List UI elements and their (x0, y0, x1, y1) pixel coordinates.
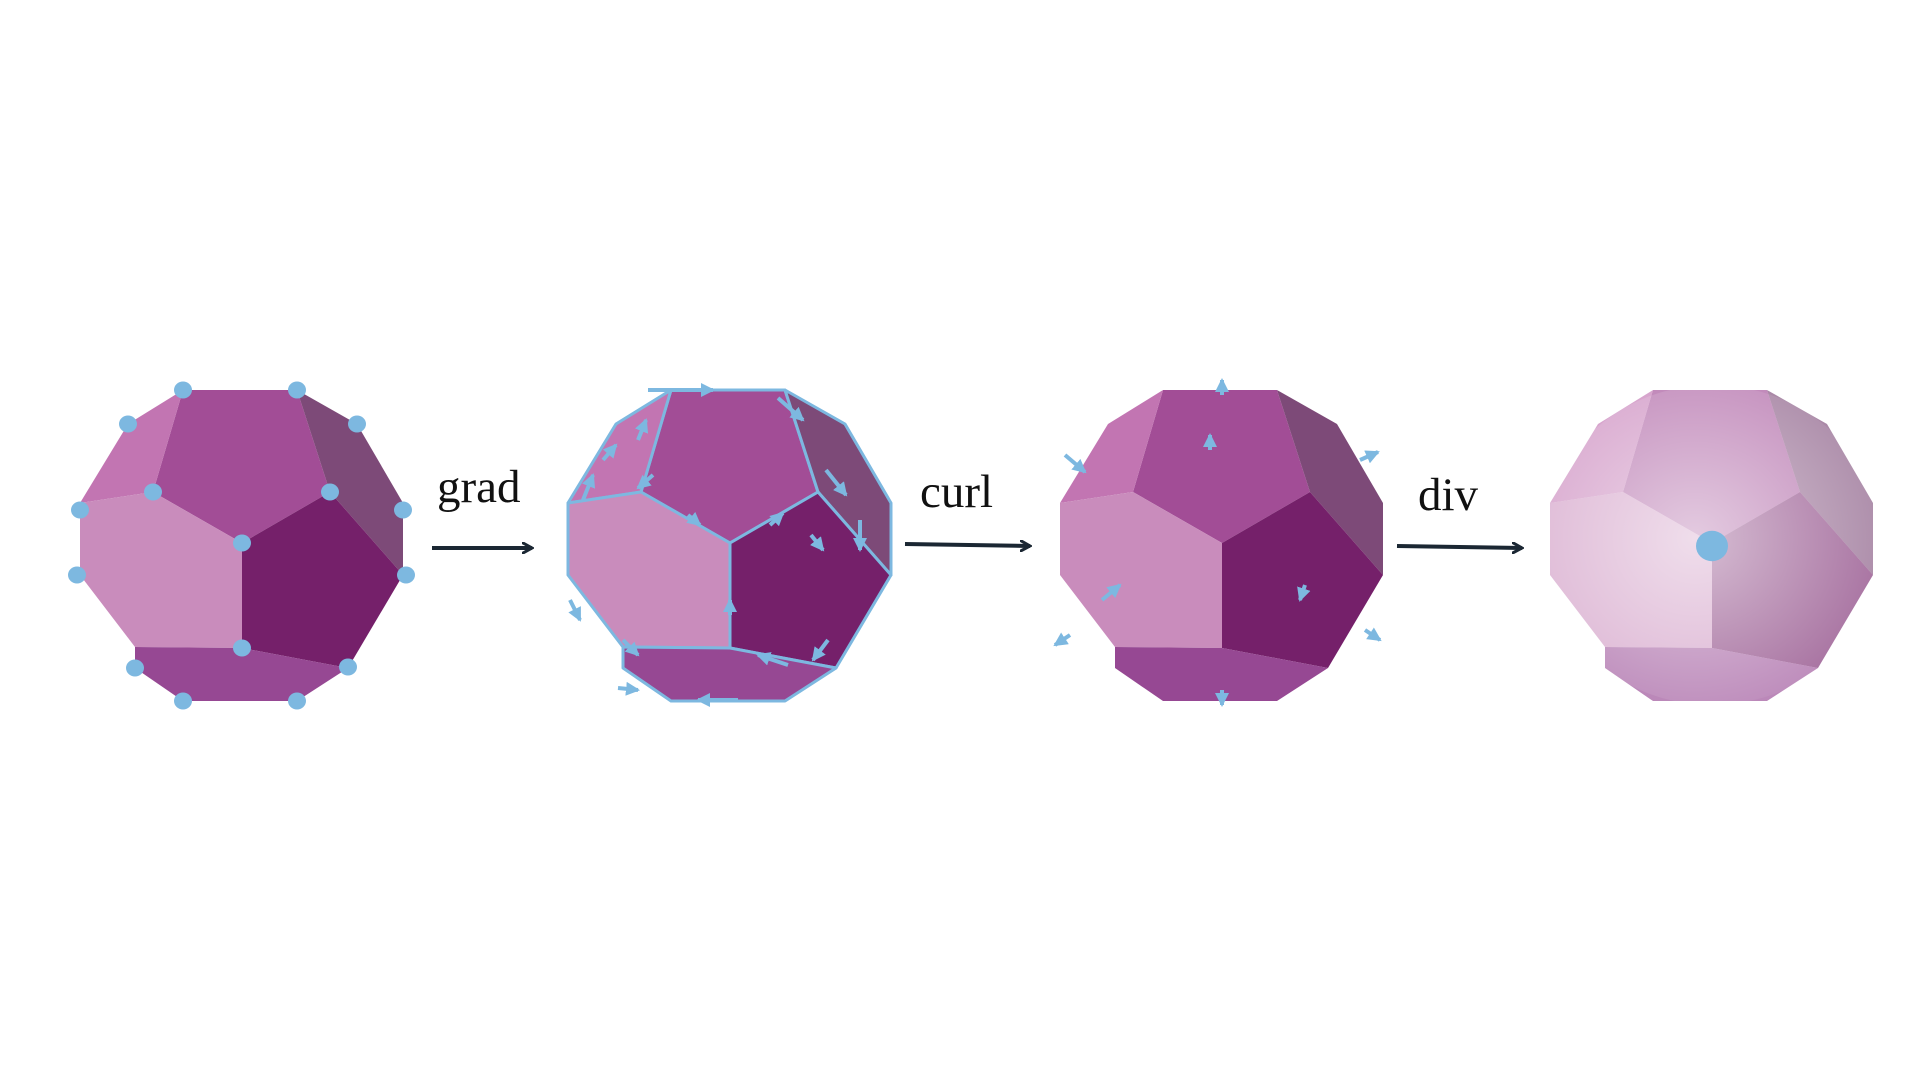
vertex-dot (339, 658, 357, 676)
curl-arrow: curl (904, 466, 1030, 546)
edge-arrow (617, 681, 640, 696)
front-right-face (1222, 492, 1383, 668)
edge-arrow (568, 599, 582, 622)
edge-arrow (776, 396, 805, 422)
grad-arrow: grad (432, 461, 532, 548)
face-normal-arrow (1063, 453, 1087, 474)
edge-arrow (824, 468, 848, 497)
face-normal-arrow (1053, 632, 1072, 647)
top-face (153, 390, 330, 543)
grad-label: grad (437, 461, 521, 513)
vertex-dot (394, 501, 412, 519)
edge-arrow (636, 473, 655, 490)
face-normal-arrow (1363, 627, 1382, 642)
edge-arrow (809, 533, 825, 552)
vertex-dot (321, 483, 339, 501)
dodecahedron-vertices (68, 381, 415, 710)
edge-arrow (811, 638, 830, 662)
vertex-dot (233, 639, 251, 657)
edge-arrow (635, 418, 649, 441)
vertex-dot (174, 381, 192, 399)
vertex-dot (288, 692, 306, 710)
vertex-dot (68, 566, 86, 584)
vertex-dot (119, 415, 137, 433)
vertex-dot (288, 381, 306, 399)
upper-left-face (1060, 390, 1163, 503)
vertex-dot (397, 566, 415, 584)
face-normal-arrow (1100, 583, 1122, 602)
vertex-dot (144, 483, 162, 501)
div-arrow: div (1396, 469, 1522, 548)
face-normal-arrow (1297, 584, 1311, 602)
upper-right-face (1277, 390, 1383, 575)
vertex-dot (233, 534, 251, 552)
bottom-face (135, 647, 348, 701)
vertex-dot (126, 659, 144, 677)
curl-label: curl (920, 466, 993, 518)
vertex-dot (348, 415, 366, 433)
edge-arrow (601, 443, 618, 462)
bottom-face (621, 645, 838, 703)
edge-arrow (686, 511, 702, 527)
face-normal-arrow (1359, 450, 1380, 464)
front-left-face (1060, 492, 1222, 648)
edge-arrow (621, 638, 640, 657)
upper-left-face (80, 390, 183, 503)
div-label: div (1418, 469, 1479, 521)
front-left-face (80, 492, 242, 648)
dodecahedron-edges (566, 383, 893, 707)
vertex-dot (174, 692, 192, 710)
edge-arrow (756, 652, 789, 667)
bottom-face (1115, 647, 1328, 701)
dodecahedron-volume (1542, 385, 1882, 705)
cell-center-dot (1696, 530, 1728, 562)
front-right-face (728, 490, 893, 670)
upper-right-face (297, 390, 403, 575)
dodecahedron-faces (1053, 378, 1383, 707)
edge-arrow (581, 473, 596, 501)
top-face (1133, 390, 1310, 543)
front-right-face (242, 492, 403, 668)
edge-arrow (768, 511, 785, 527)
vertex-dot (71, 501, 89, 519)
